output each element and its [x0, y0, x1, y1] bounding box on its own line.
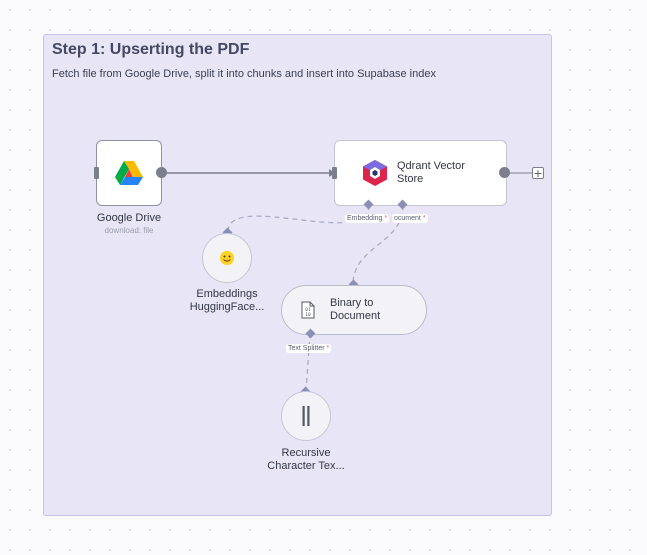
embeddings-label-line2: HuggingFace... [189, 301, 265, 313]
google-drive-output-handle[interactable] [156, 167, 167, 178]
svg-text:10: 10 [305, 312, 311, 318]
binary-file-icon: 01 10 [301, 301, 315, 319]
binary-doc-label-line2: Document [330, 310, 381, 322]
google-drive-node[interactable] [96, 140, 162, 206]
recursive-character-text-splitter-node[interactable] [281, 391, 331, 441]
embedding-port-text: Embedding [347, 215, 383, 222]
text-splitter-port-text: Text Splitter [288, 345, 325, 352]
google-drive-input-handle[interactable] [94, 167, 99, 179]
embedding-connection [227, 204, 370, 233]
qdrant-input-handle[interactable] [332, 167, 337, 179]
qdrant-label-line2: Store [397, 173, 424, 185]
qdrant-icon [363, 160, 387, 186]
document-port-label: ocument * [392, 214, 428, 223]
binary-to-document-node[interactable]: 01 10 Binary to Document [281, 285, 427, 335]
text-splitter-label: Recursive Character Tex... [256, 447, 356, 473]
embeddings-huggingface-node[interactable] [202, 233, 252, 283]
required-marker: * [422, 215, 426, 222]
required-marker: * [326, 345, 330, 352]
svg-text:01: 01 [305, 307, 311, 313]
qdrant-output-handle[interactable] [499, 167, 510, 178]
sticky-description: Fetch file from Google Drive, split it i… [52, 68, 436, 80]
splitter-connection [305, 332, 311, 393]
add-node-button[interactable]: + [532, 167, 544, 180]
text-splitter-port-label: Text Splitter * [286, 344, 332, 353]
qdrant-label-line1: Qdrant Vector [397, 160, 465, 172]
huggingface-icon [220, 251, 234, 265]
binary-doc-label-line1: Binary to [330, 297, 374, 309]
google-drive-icon [115, 161, 143, 185]
embedding-port-label: Embedding * [345, 214, 390, 223]
document-port-text: ocument [394, 215, 421, 222]
text-splitter-label-line1: Recursive [281, 447, 331, 459]
sticky-title: Step 1: Upserting the PDF [52, 41, 250, 58]
required-marker: * [384, 215, 388, 222]
google-drive-subtitle: download: file [104, 226, 154, 235]
embeddings-label-line1: Embeddings [196, 288, 258, 300]
text-splitter-icon [302, 406, 310, 426]
text-splitter-label-line2: Character Tex... [267, 460, 345, 472]
qdrant-vector-store-node[interactable]: Qdrant Vector Store [334, 140, 507, 206]
embeddings-label: Embeddings HuggingFace... [181, 288, 273, 314]
google-drive-label: Google Drive [96, 212, 162, 224]
